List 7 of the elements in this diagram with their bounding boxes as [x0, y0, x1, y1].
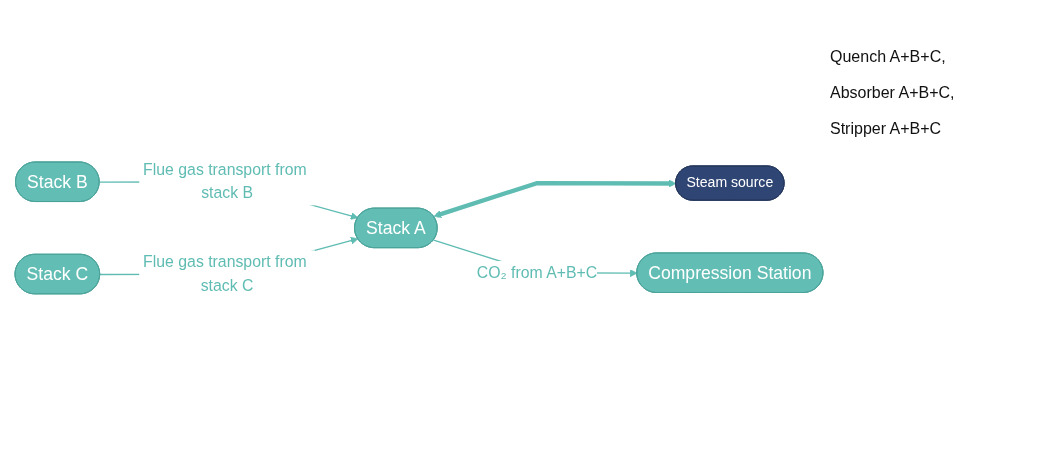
- edge-label: CO₂ from A+B+C: [476, 263, 598, 282]
- edge-label: Flue gas transport from stack C: [143, 253, 307, 295]
- edge-label: Flue gas transport from stack B: [143, 160, 307, 203]
- note-text: Stripper A+B+C: [830, 120, 943, 138]
- note-text: Absorber A+B+C,: [830, 84, 956, 102]
- arrow: [433, 179, 677, 218]
- note-text: Quench A+B+C,: [830, 48, 947, 66]
